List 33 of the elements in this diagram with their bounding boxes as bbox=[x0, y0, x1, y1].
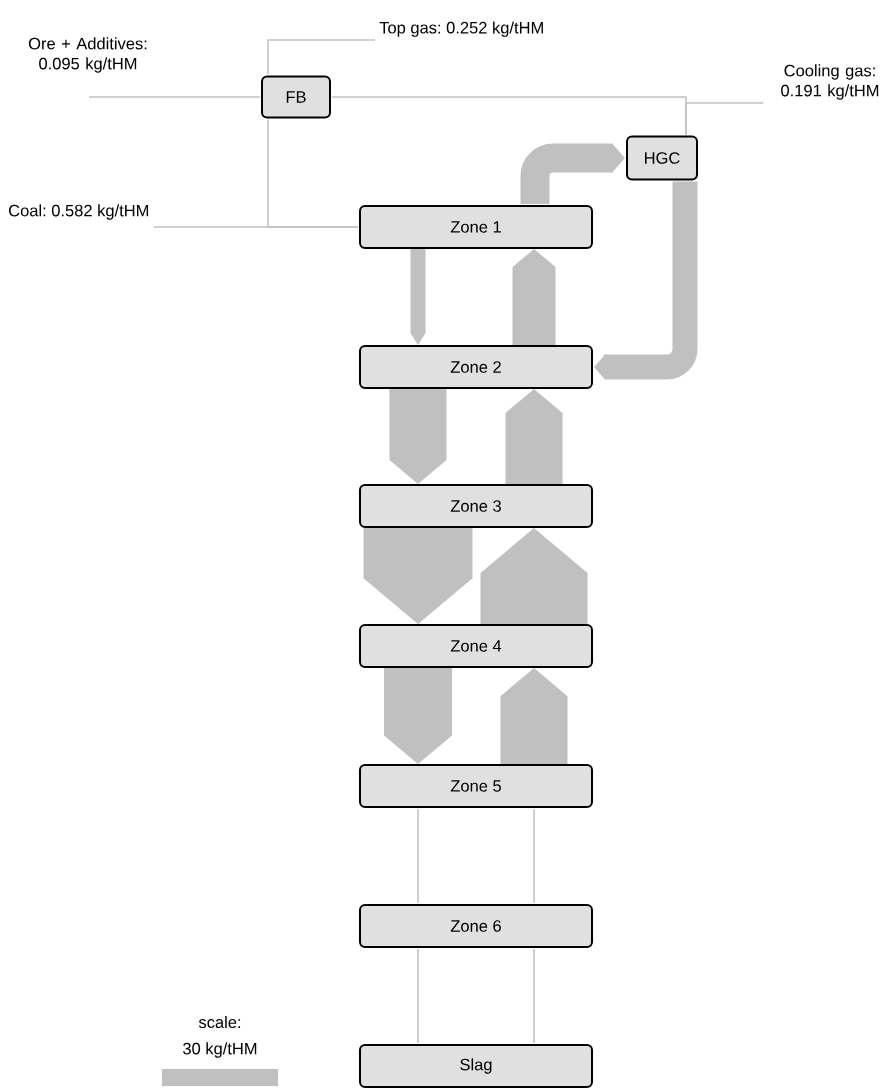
flow-arrow bbox=[384, 668, 452, 764]
process-box: Zone 4 bbox=[359, 624, 593, 668]
flow-arrow bbox=[480, 528, 588, 624]
flow-label: Ore + Additives: 0.095 kg/tHM bbox=[28, 37, 147, 73]
flow-arrow bbox=[512, 249, 556, 345]
flow-line bbox=[88, 96, 261, 98]
flow-label: Top gas: 0.252 kg/tHM bbox=[379, 21, 543, 37]
process-box: Zone 5 bbox=[359, 764, 593, 808]
flow-label: Cooling gas: 0.191 kg/tHM bbox=[781, 64, 879, 100]
flow-arrow bbox=[410, 249, 426, 345]
process-box: FB bbox=[261, 75, 331, 119]
flow-label: Coal: 0.582 kg/tHM bbox=[9, 204, 149, 220]
flow-arrow bbox=[389, 389, 447, 484]
flow-arrow bbox=[594, 181, 698, 380]
process-box: Zone 1 bbox=[359, 205, 593, 249]
flow-line bbox=[685, 102, 765, 136]
flow-line bbox=[267, 118, 359, 228]
scale-label: scale: bbox=[198, 1015, 241, 1029]
legend-label: 30 kg/tHM bbox=[183, 1042, 257, 1058]
process-box: HGC bbox=[626, 135, 698, 181]
flow-arrow bbox=[500, 668, 568, 764]
flow-line bbox=[267, 39, 376, 76]
process-box: Zone 3 bbox=[359, 484, 593, 528]
flow-line bbox=[533, 808, 535, 904]
flow-line bbox=[417, 808, 419, 904]
flow-arrow bbox=[505, 389, 563, 484]
flow-line bbox=[533, 948, 535, 1044]
flow-arrow bbox=[363, 528, 473, 624]
process-box: Zone 2 bbox=[359, 345, 593, 389]
flow-line bbox=[417, 948, 419, 1044]
flow-arrow bbox=[520, 143, 625, 204]
process-box: Slag bbox=[359, 1044, 593, 1088]
process-box: Zone 6 bbox=[359, 904, 593, 948]
